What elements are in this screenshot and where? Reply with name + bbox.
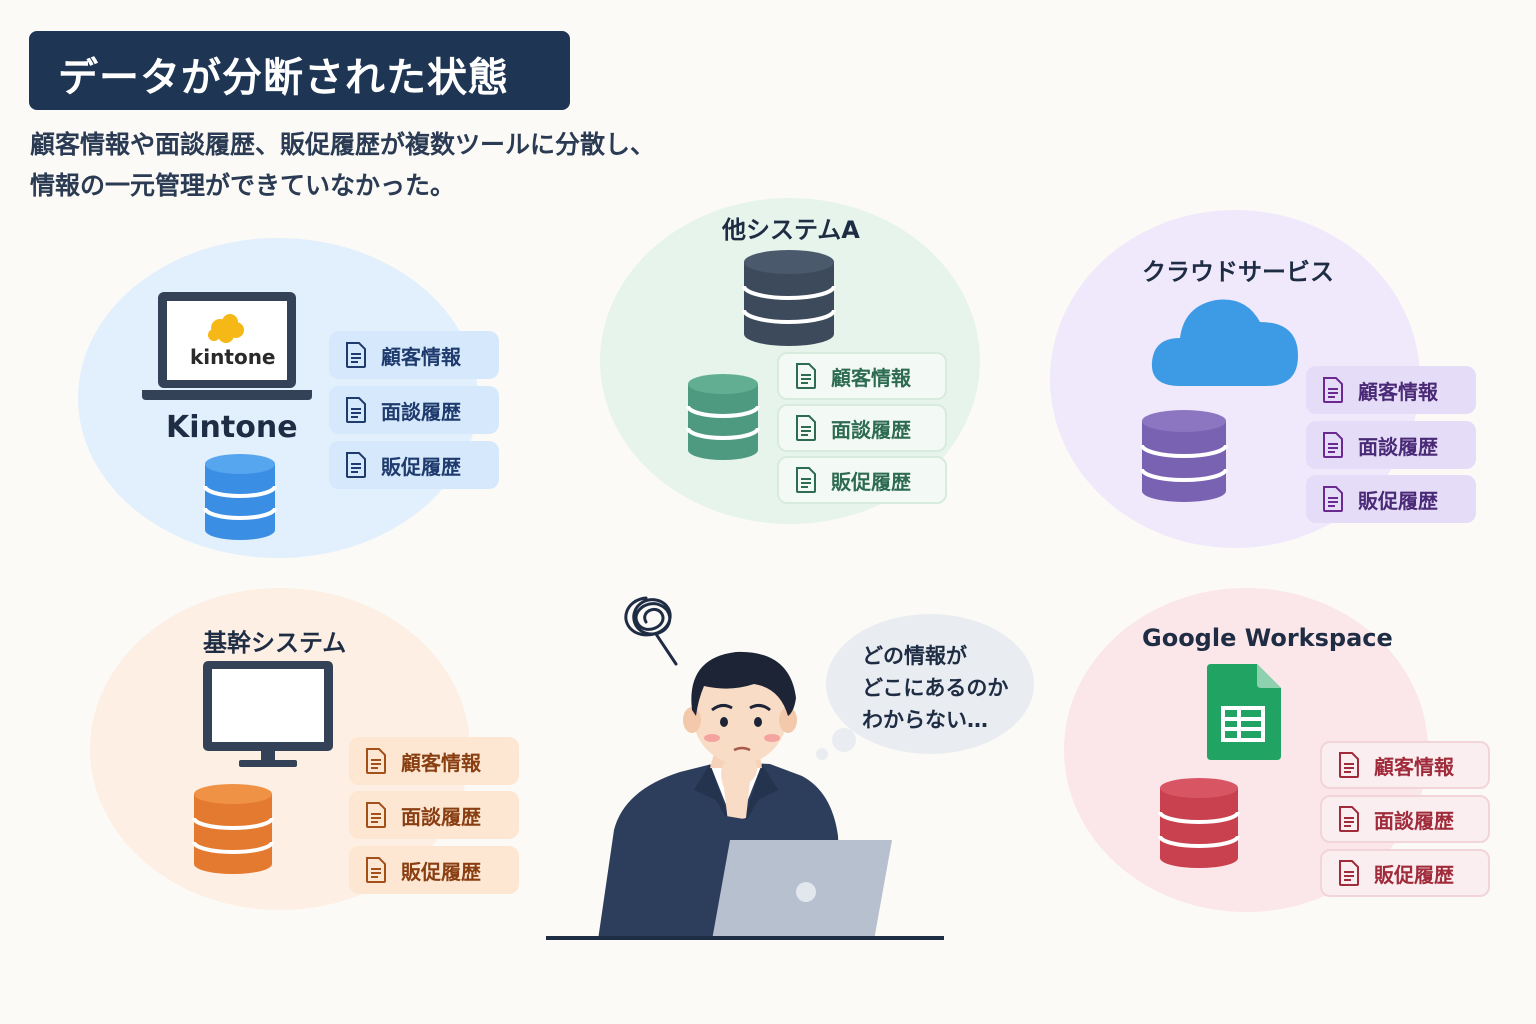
- core-system-label: 基幹システム: [203, 629, 347, 657]
- database-icon-orange: [192, 784, 274, 874]
- speech-text: どの情報が どこにあるのか わからない…: [862, 640, 1008, 736]
- tag-core-promo: 販促履歴: [349, 846, 519, 894]
- database-icon-purple: [1140, 410, 1228, 502]
- database-icon-blue: [203, 454, 277, 540]
- tag-label: 販促履歴: [831, 469, 911, 494]
- document-icon: [366, 748, 386, 774]
- tag-label: 顧客情報: [1374, 754, 1454, 779]
- tag-label: 顧客情報: [1358, 379, 1438, 404]
- system-a-label: 他システムA: [722, 216, 860, 244]
- document-icon: [1323, 486, 1343, 512]
- speech-bubble: [816, 614, 1034, 760]
- tag-system-a-customer: 顧客情報: [777, 352, 947, 400]
- kintone-logo-text: kintone: [190, 345, 276, 369]
- tag-kintone-promo: 販促履歴: [329, 441, 499, 489]
- document-icon: [1339, 860, 1359, 886]
- document-icon: [1339, 752, 1359, 778]
- document-icon: [346, 452, 366, 478]
- spreadsheet-icon: [1207, 664, 1281, 760]
- speech-line-2: どこにあるのか: [862, 676, 1009, 700]
- document-icon: [366, 857, 386, 883]
- google-workspace-label: Google Workspace: [1142, 624, 1393, 652]
- document-icon: [796, 415, 816, 441]
- title-banner: [29, 31, 570, 110]
- tag-cloud-meeting: 面談履歴: [1306, 421, 1476, 469]
- tag-core-meeting: 面談履歴: [349, 791, 519, 839]
- cloud-icon: [1151, 299, 1298, 386]
- speech-line-1: どの情報が: [862, 644, 967, 668]
- document-icon: [1339, 806, 1359, 832]
- document-icon: [366, 802, 386, 828]
- tag-kintone-customer: 顧客情報: [329, 331, 499, 379]
- tag-cloud-customer: 顧客情報: [1306, 366, 1476, 414]
- document-icon: [346, 342, 366, 368]
- tag-google-promo: 販促履歴: [1320, 849, 1490, 897]
- document-icon: [346, 397, 366, 423]
- speech-line-3: わからない…: [862, 708, 988, 732]
- document-icon: [796, 467, 816, 493]
- tag-label: 面談履歴: [381, 399, 461, 424]
- database-icon-red: [1158, 778, 1240, 868]
- confusion-scribble-icon: [624, 596, 678, 666]
- tag-label: 販促履歴: [401, 859, 481, 884]
- tag-kintone-meeting: 面談履歴: [329, 386, 499, 434]
- document-icon: [1323, 377, 1343, 403]
- tag-label: 顧客情報: [401, 750, 481, 775]
- tag-label: 顧客情報: [381, 344, 461, 369]
- tag-label: 面談履歴: [1358, 434, 1438, 459]
- tag-cloud-promo: 販促履歴: [1306, 475, 1476, 523]
- database-icon-dark: [742, 250, 836, 346]
- tag-label: 販促履歴: [1358, 488, 1438, 513]
- tag-google-meeting: 面談履歴: [1320, 795, 1490, 843]
- subtitle-line-2: 情報の一元管理ができていなかった。: [30, 171, 456, 200]
- cloud-service-label: クラウドサービス: [1142, 258, 1334, 286]
- tag-label: 面談履歴: [831, 417, 911, 442]
- database-icon-green: [686, 374, 760, 460]
- page-title: データが分断された状態: [58, 55, 509, 101]
- laptop-icon: [142, 292, 312, 400]
- tag-system-a-meeting: 面談履歴: [777, 404, 947, 452]
- tag-google-customer: 顧客情報: [1320, 741, 1490, 789]
- tag-label: 面談履歴: [401, 804, 481, 829]
- tag-label: 顧客情報: [831, 365, 911, 390]
- tag-label: 販促履歴: [1374, 862, 1454, 887]
- monitor-icon: [203, 661, 333, 767]
- document-icon: [1323, 432, 1343, 458]
- tag-label: 面談履歴: [1374, 808, 1454, 833]
- document-icon: [796, 363, 816, 389]
- kintone-label: Kintone: [166, 410, 298, 445]
- tag-core-customer: 顧客情報: [349, 737, 519, 785]
- worried-businessman: [546, 651, 944, 940]
- tag-label: 販促履歴: [381, 454, 461, 479]
- tag-system-a-promo: 販促履歴: [777, 456, 947, 504]
- subtitle-line-1: 顧客情報や面談履歴、販促履歴が複数ツールに分散し、: [30, 130, 656, 159]
